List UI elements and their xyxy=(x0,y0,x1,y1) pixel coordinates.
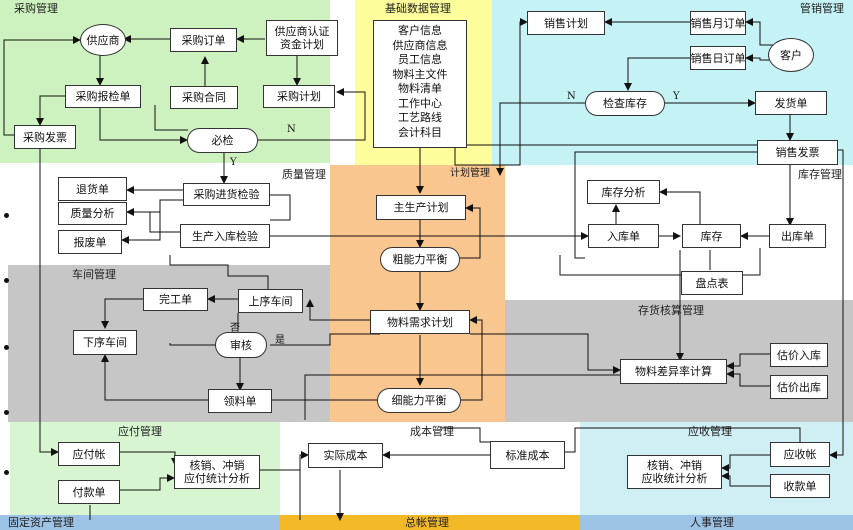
zone-label-planning: 计划管理 xyxy=(450,168,490,179)
edge-bullet xyxy=(4,213,9,218)
edge-bullet xyxy=(4,470,9,475)
review-no-label: 否 xyxy=(230,323,240,334)
basic-data-item: 员工信息 xyxy=(398,53,442,66)
edge-bullet xyxy=(4,345,9,350)
edge-bullet xyxy=(4,278,9,283)
receivable-writeoff-line1: 核销、冲销 xyxy=(647,459,702,472)
stock-node[interactable]: 库存 xyxy=(682,224,741,248)
supplier-cert-line1: 供应商认证 xyxy=(274,25,330,38)
inventory-analysis-node[interactable]: 库存分析 xyxy=(587,180,660,204)
basic-data-item: 客户信息 xyxy=(398,24,442,37)
zone-label-inventory: 库存管理 xyxy=(798,168,842,181)
supplier-cert-line2: 资金计划 xyxy=(280,38,324,51)
receivable-writeoff-node[interactable]: 核销、冲销 应收统计分析 xyxy=(627,455,722,489)
zone-label-basic-data: 基础数据管理 xyxy=(385,2,451,15)
review-decision[interactable]: 审核 xyxy=(215,332,267,358)
customer-node[interactable]: 客户 xyxy=(768,38,814,72)
hr-zone xyxy=(580,515,853,530)
purchase-inspection-node[interactable]: 采购报检单 xyxy=(65,85,141,108)
supplier-cert-node[interactable]: 供应商认证 资金计划 xyxy=(266,20,338,56)
must-inspect-decision[interactable]: 必检 xyxy=(187,128,258,153)
edge-bullet xyxy=(4,410,9,415)
mrp-node[interactable]: 物料需求计划 xyxy=(370,310,470,334)
purchase-invoice-node[interactable]: 采购发票 xyxy=(14,125,76,149)
quality-analysis-node[interactable]: 质量分析 xyxy=(58,202,127,225)
material-variance-node[interactable]: 物料差异率计算 xyxy=(620,359,727,384)
receivable-writeoff-line2: 应收统计分析 xyxy=(641,472,708,485)
daily-order-node[interactable]: 销售日订单 xyxy=(690,46,746,70)
production-inspection-node[interactable]: 生产入库检验 xyxy=(180,224,270,248)
zone-label-general-ledger: 总帐管理 xyxy=(405,516,449,529)
scrap-note-node[interactable]: 报废单 xyxy=(58,230,122,254)
prev-workshop-node[interactable]: 上序车间 xyxy=(238,289,303,313)
basic-data-item: 物料主文件 xyxy=(392,67,448,81)
check-stock-yes-label: Y xyxy=(673,91,680,102)
sales-plan-node[interactable]: 销售计划 xyxy=(527,11,605,35)
stock-out-node[interactable]: 出库单 xyxy=(769,224,826,248)
basic-data-item: 会计科目 xyxy=(398,125,442,139)
purchase-order-node[interactable]: 采购订单 xyxy=(170,28,237,52)
check-stock-decision[interactable]: 检查库存 xyxy=(585,91,665,116)
return-note-node[interactable]: 退货单 xyxy=(58,177,127,201)
rccp-node[interactable]: 粗能力平衡 xyxy=(380,247,460,272)
basic-data-item: 供应商信息 xyxy=(392,38,448,52)
stocktake-node[interactable]: 盘点表 xyxy=(681,271,743,295)
review-yes-label: 是 xyxy=(275,335,285,346)
purchase-contract-node[interactable]: 采购合同 xyxy=(170,86,238,109)
delivery-note-node[interactable]: 发货单 xyxy=(755,91,827,115)
payable-writeoff-node[interactable]: 核销、冲销 应付统计分析 xyxy=(174,455,260,489)
basic-data-list[interactable]: 客户信息 供应商信息 员工信息 物料主文件 物料清单 工作中心 工艺路线 会计科… xyxy=(373,20,467,148)
zone-label-inventory-accounting: 存货核算管理 xyxy=(638,304,704,317)
fixed-assets-zone xyxy=(0,515,280,530)
receipt-note-node[interactable]: 收款单 xyxy=(770,474,830,498)
zone-label-quality: 质量管理 xyxy=(282,168,326,181)
zone-label-purchase: 采购管理 xyxy=(14,2,58,15)
must-inspect-yes-label: Y xyxy=(230,157,237,168)
basic-data-item: 物料清单 xyxy=(398,82,442,95)
check-stock-no-label: N xyxy=(567,91,576,102)
monthly-order-node[interactable]: 销售月订单 xyxy=(690,11,746,35)
purchase-incoming-inspection-node[interactable]: 采购进货检验 xyxy=(183,183,270,206)
zone-label-workshop: 车间管理 xyxy=(72,268,116,281)
zone-label-payable: 应付管理 xyxy=(118,425,162,438)
must-inspect-no-label: N xyxy=(287,124,296,135)
supplier-node[interactable]: 供应商 xyxy=(80,24,126,56)
zone-label-fixed-assets: 固定资产管理 xyxy=(8,516,74,529)
payable-writeoff-line1: 核销、冲销 xyxy=(189,459,245,472)
payment-note-node[interactable]: 付款单 xyxy=(58,480,120,504)
zone-label-sales: 管销管理 xyxy=(800,2,844,15)
payable-writeoff-line2: 应付统计分析 xyxy=(184,472,250,485)
pick-note-node[interactable]: 领料单 xyxy=(208,389,272,413)
next-workshop-node[interactable]: 下序车间 xyxy=(73,330,137,355)
general-ledger-zone xyxy=(280,515,580,530)
actual-cost-node[interactable]: 实际成本 xyxy=(308,443,383,468)
estimate-out-node[interactable]: 估价出库 xyxy=(770,375,828,399)
mps-node[interactable]: 主生产计划 xyxy=(376,195,466,220)
receivable-account-node[interactable]: 应收帐 xyxy=(770,442,830,467)
estimate-in-node[interactable]: 估价入库 xyxy=(770,343,828,367)
complete-note-node[interactable]: 完工单 xyxy=(143,288,208,311)
payable-account-node[interactable]: 应付帐 xyxy=(58,442,120,466)
standard-cost-node[interactable]: 标准成本 xyxy=(490,441,565,469)
basic-data-item: 工艺路线 xyxy=(398,111,442,124)
crp-node[interactable]: 细能力平衡 xyxy=(377,388,461,413)
purchase-plan-node[interactable]: 采购计划 xyxy=(263,85,335,108)
sales-invoice-node[interactable]: 销售发票 xyxy=(757,140,838,165)
zone-label-hr: 人事管理 xyxy=(690,516,734,529)
basic-data-item: 工作中心 xyxy=(398,96,442,110)
stock-in-node[interactable]: 入库单 xyxy=(588,224,659,248)
